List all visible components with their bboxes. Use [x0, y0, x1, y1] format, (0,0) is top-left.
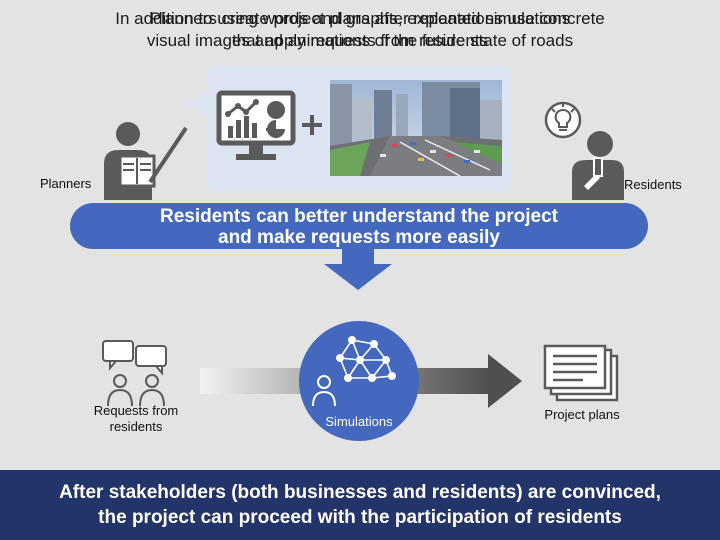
presenter-icon — [104, 122, 188, 200]
banner-line2: and make requests more easily — [218, 227, 500, 248]
project-plans-label: Project plans — [544, 407, 620, 422]
footer-banner: After stakeholders (both businesses and … — [0, 470, 720, 540]
chart-monitor-icon — [216, 90, 296, 160]
speech-bubble-tail — [185, 92, 209, 116]
speech-bubbles-icon — [102, 340, 167, 376]
simulations-label: Simulations — [325, 414, 393, 429]
footer-line2: the project can proceed with the partici… — [98, 507, 622, 528]
top-panel: In addition to using words and graphs, e… — [0, 0, 657, 240]
top-caption-line2: visual images and animations of the futu… — [146, 31, 574, 50]
residents-label: Residents — [624, 177, 682, 192]
requests-label-line2: residents — [109, 419, 163, 434]
top-caption-line1: In addition to using words and graphs, e… — [115, 9, 605, 28]
middle-panel: Planners create project plans after repe… — [0, 9, 657, 416]
documents-icon — [543, 344, 619, 402]
people-icon — [107, 374, 165, 407]
banner-line1: Residents can better understand the proj… — [159, 206, 559, 227]
requests-label-line1: Requests from — [93, 403, 179, 418]
resident-thinking-icon — [572, 131, 624, 200]
middle-caption-line2: that apply requests from residents — [231, 31, 489, 50]
planners-label: Planners — [40, 176, 92, 191]
person-icon — [312, 375, 336, 407]
lightbulb-icon — [544, 101, 582, 139]
city-rendering-image — [330, 80, 502, 176]
simulations-circle — [299, 321, 419, 441]
understanding-banner: Residents can better understand the proj… — [70, 203, 648, 249]
middle-caption-line1: Planners create project plans after repe… — [149, 9, 571, 28]
plus-icon — [302, 115, 322, 135]
footer-line1: After stakeholders (both businesses and … — [59, 482, 661, 503]
down-arrow-icon — [324, 246, 392, 290]
requests-label: Requests from residents — [80, 403, 192, 435]
